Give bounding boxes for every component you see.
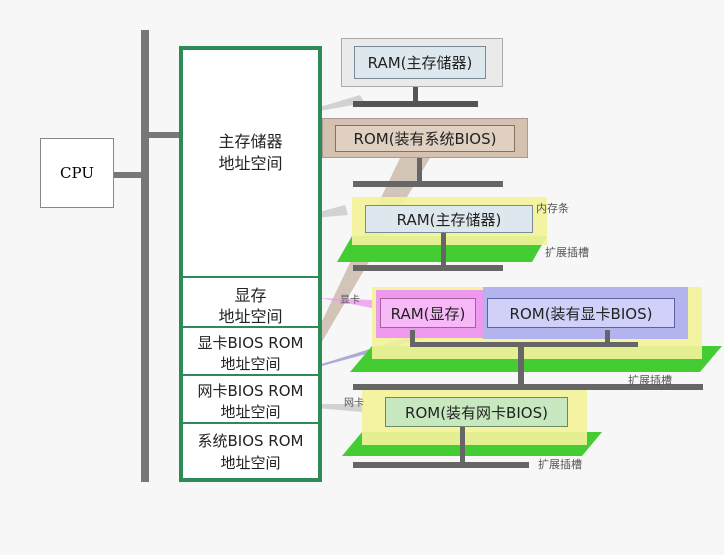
rom-network-bios-label: ROM(装有网卡BIOS) <box>405 403 548 422</box>
network-card-note: 网卡 <box>344 398 364 409</box>
cpu-label: CPU <box>60 164 94 182</box>
rom-system-bios-chip: ROM(装有系统BIOS) <box>335 125 515 152</box>
system-bios-line2: 地址空间 <box>220 454 281 472</box>
pointer-ram-video <box>320 298 372 308</box>
slot1-note: 扩展插槽 <box>545 246 589 259</box>
ram-main-memory-stick: RAM(主存储器) <box>365 205 533 233</box>
video-card-note: 显卡 <box>340 295 360 306</box>
rom-system-bios: ROM(装有系统BIOS) <box>322 118 528 158</box>
nic-bios-region: 网卡BIOS ROM 地址空间 <box>183 376 318 424</box>
system-bios-line1: 系统BIOS ROM <box>197 432 304 450</box>
cpu-box: CPU <box>40 138 114 208</box>
ram-main-memory-top: RAM(主存储器) <box>341 38 503 87</box>
address-space-map: 主存储器 地址空间 显存 地址空间 显卡BIOS ROM 地址空间 网卡BIOS… <box>179 46 322 482</box>
rom-network-bios: ROM(装有网卡BIOS) <box>385 397 568 427</box>
main-memory-line2: 地址空间 <box>218 154 283 173</box>
ram-video-memory: RAM(显存) <box>380 298 476 328</box>
rom-system-bios-label: ROM(装有系统BIOS) <box>353 130 497 148</box>
ram-main-memory-top-label: RAM(主存储器) <box>367 54 473 72</box>
system-bus <box>141 30 149 482</box>
bus-address-link <box>145 132 181 138</box>
video-bios-line2: 地址空间 <box>220 355 281 373</box>
memory-stick-note: 内存条 <box>536 202 569 215</box>
slot3-note: 扩展插槽 <box>538 458 582 471</box>
rom-video-bios-label: ROM(装有显卡BIOS) <box>509 304 653 323</box>
cpu-bus-link <box>113 172 145 178</box>
main-memory-region: 主存储器 地址空间 <box>183 50 318 278</box>
video-memory-line1: 显存 <box>234 286 267 305</box>
ram-main-memory-stick-label: RAM(主存储器) <box>396 210 502 229</box>
slot2-note: 扩展插槽 <box>628 374 672 387</box>
ram-video-memory-label: RAM(显存) <box>390 304 466 323</box>
main-memory-line1: 主存储器 <box>218 132 283 151</box>
nic-bios-line2: 地址空间 <box>220 403 281 421</box>
video-bios-region: 显卡BIOS ROM 地址空间 <box>183 328 318 376</box>
rom-video-bios: ROM(装有显卡BIOS) <box>487 298 675 328</box>
ram-main-memory-top-chip: RAM(主存储器) <box>354 46 486 79</box>
video-memory-line2: 地址空间 <box>218 307 283 326</box>
video-bios-line1: 显卡BIOS ROM <box>197 334 304 352</box>
video-memory-region: 显存 地址空间 <box>183 278 318 328</box>
system-bios-region: 系统BIOS ROM 地址空间 <box>183 424 318 478</box>
nic-bios-line1: 网卡BIOS ROM <box>197 382 304 400</box>
